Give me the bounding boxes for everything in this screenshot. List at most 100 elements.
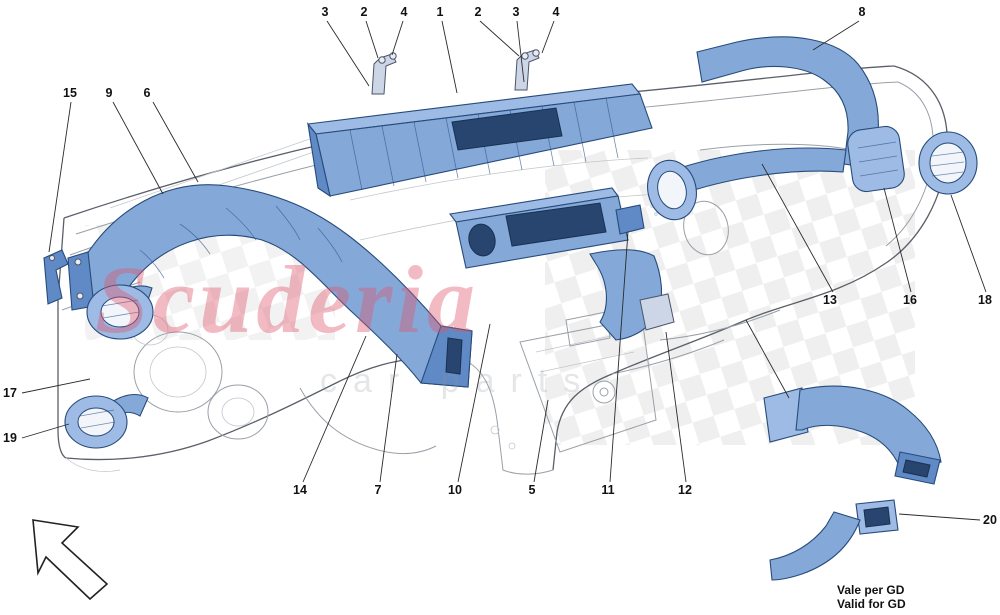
callout-number-3: 3 [322, 5, 329, 19]
callout-number-14: 14 [293, 483, 307, 497]
callout-number-13: 13 [823, 293, 837, 307]
callout-leader-15 [48, 101, 72, 253]
center-duct-upper-bracket [615, 204, 645, 235]
callout-number-5: 5 [529, 483, 536, 497]
round-vent-left-lower-inner [77, 407, 115, 437]
center-vent-slot [505, 202, 607, 247]
flange-bolt-bottom [76, 292, 84, 300]
round-vent-right-inner [929, 142, 967, 184]
dash-left-edge [57, 217, 67, 459]
console-display [565, 311, 611, 347]
callout-number-18: 18 [978, 293, 992, 307]
console-left-line [467, 361, 554, 475]
callout-number-11: 11 [601, 483, 614, 497]
callout-leader-12 [665, 331, 687, 483]
gauge-housing-large [133, 331, 223, 413]
bracket-right-screw-1 [521, 52, 529, 60]
vent-19-slats [79, 409, 116, 429]
callout-leader-3 [326, 20, 370, 87]
note-english: Valid for GD [837, 597, 906, 611]
console-bolt-2 [508, 442, 516, 450]
inset-lower-duct-opening [863, 506, 891, 528]
callout-number-19: 19 [3, 431, 17, 445]
dash-bottom-sweep [552, 262, 887, 471]
callout-number-16: 16 [903, 293, 917, 307]
callout-number-7: 7 [375, 483, 382, 497]
dash-vent-cutout [683, 200, 729, 256]
callout-leader-19 [21, 423, 70, 439]
callout-leader-11 [609, 231, 629, 483]
firewall-line [65, 457, 121, 472]
left-duct-ribs [139, 205, 343, 279]
inset-detail [763, 385, 942, 581]
gauge-housing-small-inner [221, 397, 255, 427]
callout-number-6: 6 [144, 86, 151, 100]
side-bracket-15 [43, 249, 69, 305]
vent-17-slats [101, 299, 140, 319]
watermark-primary-text: Scuderia [95, 246, 479, 353]
direction-arrow [32, 519, 109, 601]
callout-leader-4 [541, 20, 555, 54]
callout-leader-8 [812, 20, 860, 51]
air-duct-components [43, 36, 978, 449]
inset-upper-duct-opening [902, 459, 931, 478]
console-knob [592, 380, 616, 404]
callout-leader-7 [379, 353, 398, 483]
watermark-text: Scuderia car parts [95, 246, 596, 400]
dash-lower-left-edge [65, 357, 469, 461]
note-italian: Vale per GD [837, 583, 905, 597]
callout-number-3: 3 [513, 5, 520, 19]
bracket-left-screw-2 [389, 52, 397, 60]
callout-leader-18 [950, 194, 987, 293]
dashboard-line-art [57, 65, 948, 475]
flange-bolt-top [74, 258, 82, 266]
callout-number-2: 2 [361, 5, 368, 19]
inset-lower-duct-body [769, 511, 861, 581]
console-knob-center [599, 387, 609, 397]
gauge-housing-small [207, 384, 269, 440]
callout-number-9: 9 [106, 86, 113, 100]
center-vent-left-hole [468, 223, 496, 257]
round-vent-right-slats [930, 151, 965, 177]
defroster-sensor-slot [451, 107, 563, 151]
callout-number-2: 2 [475, 5, 482, 19]
callout-number-17: 17 [3, 386, 17, 400]
bracket-right-screw-2 [532, 49, 540, 57]
inset-leader-line [745, 319, 790, 399]
inset-upper-duct-body [795, 385, 942, 475]
callout-number-20: 20 [983, 513, 997, 527]
gauge-housing-large-inner [149, 346, 207, 398]
callout-leader-16 [883, 187, 912, 293]
callout-leader-1 [441, 20, 458, 94]
callout-number-12: 12 [678, 483, 692, 497]
side-vent-housing-oval-inner [657, 170, 687, 210]
steering-column-lines [299, 387, 437, 454]
callout-leader-6 [152, 101, 199, 183]
callout-leader-20 [898, 513, 981, 521]
callout-number-10: 10 [448, 483, 462, 497]
callout-leader-5 [533, 399, 549, 483]
callout-leader-2 [365, 20, 379, 59]
watermark-secondary-text: car parts [320, 362, 596, 400]
callout-number-1: 1 [437, 5, 444, 19]
callout-leader-10 [457, 323, 491, 483]
center-console-outline [519, 317, 657, 453]
right-lateral-duct [667, 147, 847, 197]
callout-leader-9 [112, 101, 164, 195]
callout-number-4: 4 [553, 5, 560, 19]
side-bracket-bolt [49, 255, 55, 261]
console-bolt-1 [490, 425, 500, 435]
callout-number-4: 4 [401, 5, 408, 19]
center-duct-bracket-12 [639, 293, 675, 331]
callout-leader-3 [516, 20, 525, 83]
callout-number-15: 15 [63, 86, 77, 100]
crossbeam-outlet-opening [445, 337, 463, 375]
side-vent-right-slats [857, 141, 899, 177]
callout-leader-17 [21, 378, 91, 394]
callout-leader-4 [391, 20, 404, 56]
callout-leader-2 [479, 20, 520, 57]
defroster-vent-end-cap [307, 122, 331, 198]
